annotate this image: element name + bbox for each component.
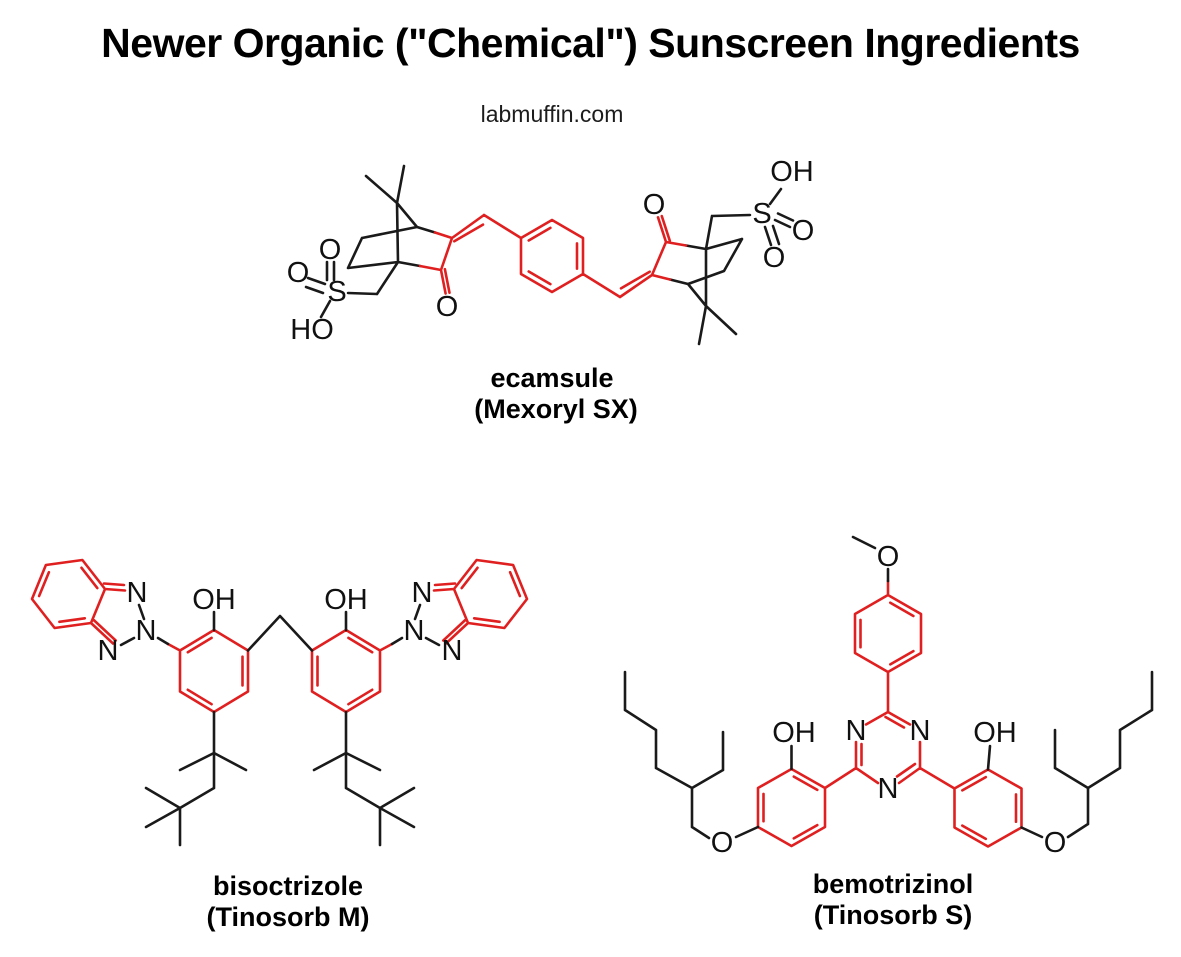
atom-label-O: O xyxy=(792,215,815,247)
bisoctrizole-bonds-red-chromophore xyxy=(30,558,529,714)
bemotrizinol-structure: O N N N OH OH O O bemotrizinol (Tinosorb… xyxy=(623,535,1154,930)
atom-label-OH: OH xyxy=(192,584,236,616)
atom-label-N: N xyxy=(910,715,931,747)
ecamsule-bonds-black xyxy=(304,164,795,346)
atom-label-N: N xyxy=(136,615,157,647)
atom-label-O: O xyxy=(877,541,900,573)
atom-label-S: S xyxy=(327,276,346,308)
atom-label-N: N xyxy=(98,635,119,667)
bisoctrizole-tradename-label: (Tinosorb M) xyxy=(207,902,370,932)
figure-title: Newer Organic ("Chemical") Sunscreen Ing… xyxy=(101,20,1080,66)
ecamsule-name-label: ecamsule xyxy=(490,363,613,393)
atom-label-O: O xyxy=(287,257,310,289)
bemotrizinol-bonds-red-chromophore xyxy=(756,579,1023,848)
atom-label-OH: OH xyxy=(324,584,368,616)
atom-label-O: O xyxy=(436,291,459,323)
bisoctrizole-bonds-black xyxy=(119,603,441,847)
atom-label-O: O xyxy=(1044,827,1067,859)
ecamsule-structure: O O S HO O O OH S O O ecamsule (Mexoryl … xyxy=(287,156,815,424)
atom-label-O: O xyxy=(763,242,786,274)
atom-label-S: S xyxy=(752,198,771,230)
atom-label-O: O xyxy=(711,827,734,859)
atom-label-N: N xyxy=(442,635,463,667)
atom-label-OH: OH xyxy=(973,717,1017,749)
ecamsule-tradename-label: (Mexoryl SX) xyxy=(474,394,638,424)
atom-label-N: N xyxy=(878,773,899,805)
atom-label-N: N xyxy=(404,615,425,647)
ecamsule-bonds-red-chromophore xyxy=(418,213,688,299)
atom-label-O: O xyxy=(643,189,666,221)
bisoctrizole-structure: N N N OH OH N N N bisoctrizole (Tinosorb… xyxy=(30,558,529,932)
atom-label-OH: OH xyxy=(772,717,816,749)
atom-label-N: N xyxy=(412,577,433,609)
bisoctrizole-name-label: bisoctrizole xyxy=(213,871,363,901)
atom-label-OH: OH xyxy=(770,156,814,188)
atom-label-N: N xyxy=(846,715,867,747)
bemotrizinol-name-label: bemotrizinol xyxy=(813,869,974,899)
bemotrizinol-bonds-black xyxy=(623,535,1154,840)
atom-label-N: N xyxy=(127,577,148,609)
atom-label-HO: HO xyxy=(290,314,334,346)
watermark: labmuffin.com xyxy=(480,101,624,127)
atom-label-O: O xyxy=(319,234,342,266)
bemotrizinol-tradename-label: (Tinosorb S) xyxy=(814,900,973,930)
